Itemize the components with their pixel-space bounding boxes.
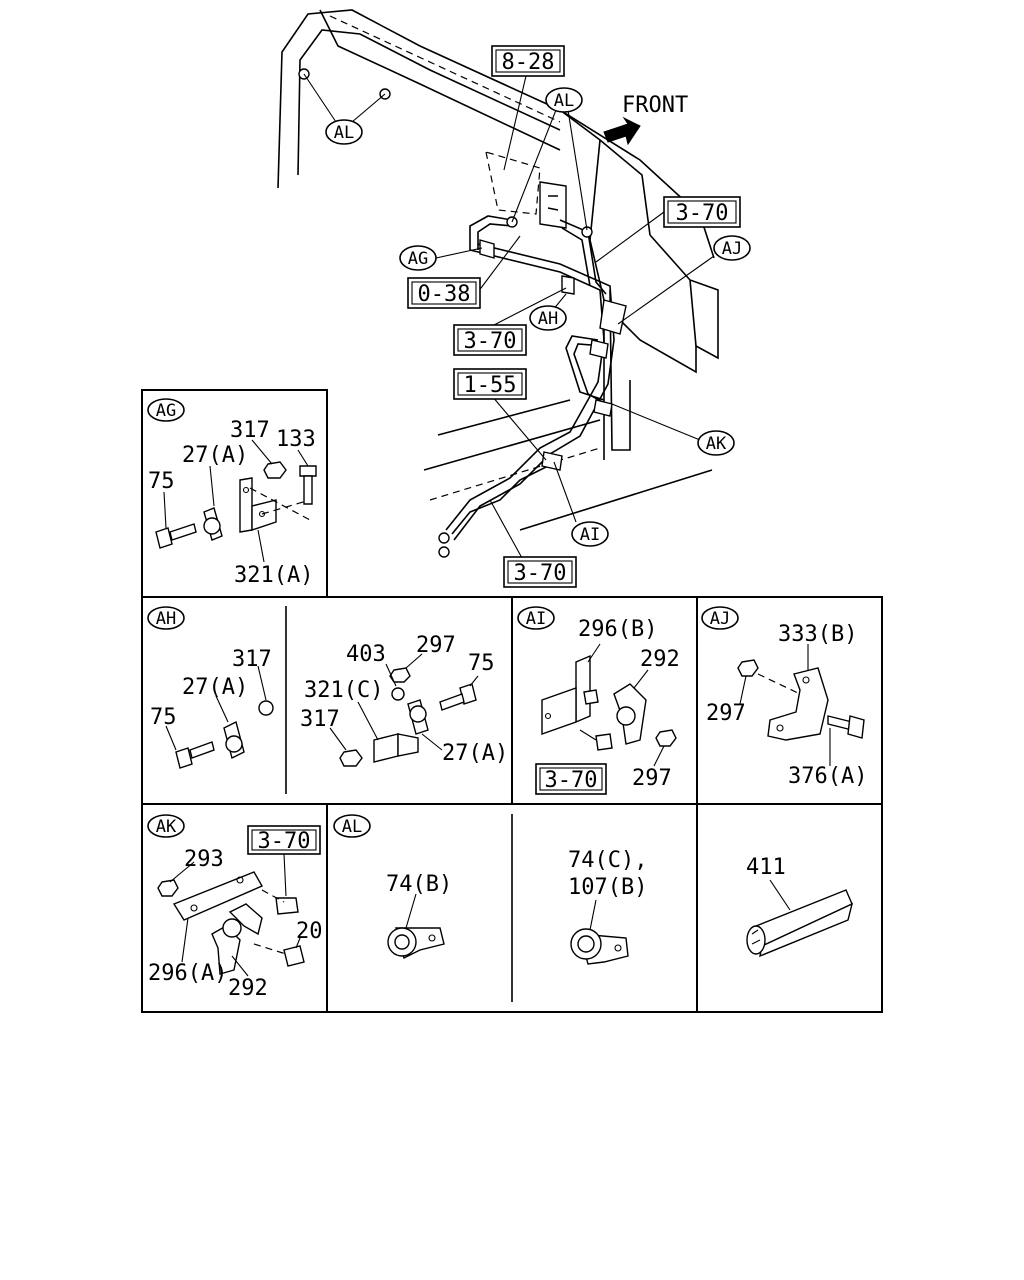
reference-3-70-middle[interactable]: 3-70 — [453, 324, 527, 356]
part-75-label: 75 — [150, 705, 177, 730]
callout-ah-label: AH — [538, 309, 558, 329]
callout-al-right-label: AL — [554, 91, 574, 111]
part-321a-label: 321(A) — [234, 563, 313, 588]
part-27a-label: 27(A) — [182, 675, 248, 700]
detail-panel-ai: AI 3-70 296(B) 292 297 — [517, 606, 680, 795]
part-75-label: 75 — [148, 469, 175, 494]
part-27a-label: 27(A) — [182, 443, 248, 468]
callout-aj[interactable]: AJ — [713, 235, 751, 261]
part-107b-label: 107(B) — [568, 875, 647, 900]
callout-ak[interactable]: AK — [697, 430, 735, 456]
reference-3-70-bottom-label: 3-70 — [514, 561, 567, 586]
part-333b-label: 333(B) — [778, 622, 857, 647]
detail-panel-ag: AG 317 133 27(A) 75 321(A) — [147, 398, 317, 588]
part-297-label: 297 — [632, 766, 672, 791]
part-317-label: 317 — [230, 418, 270, 443]
reference-1-55-label: 1-55 — [464, 373, 517, 398]
detail-panel-al: AL 74(B) 74(C), 107(B) — [333, 814, 647, 965]
part-403-label: 403 — [346, 642, 386, 667]
callout-ah[interactable]: AH — [529, 305, 567, 331]
reference-3-70-top-label: 3-70 — [676, 201, 729, 226]
part-292-label: 292 — [228, 976, 268, 1001]
part-75-label: 75 — [468, 651, 495, 676]
part-317-label: 317 — [232, 647, 272, 672]
part-317-label: 317 — [300, 707, 340, 732]
part-321c-label: 321(C) — [304, 678, 383, 703]
callout-al-left-label: AL — [334, 123, 354, 143]
detail-panel-ak: AK 3-70 293 20 296(A) 292 — [147, 814, 323, 1001]
part-74c-label: 74(C), — [568, 848, 647, 873]
panel-aj-tag: AJ — [710, 609, 730, 629]
reference-1-55[interactable]: 1-55 — [453, 368, 527, 400]
front-direction-label: FRONT — [622, 93, 688, 118]
reference-3-70-label: 3-70 — [258, 829, 311, 854]
part-411-label: 411 — [746, 855, 786, 880]
reference-3-70-top[interactable]: 3-70 — [663, 196, 741, 228]
part-74b-label: 74(B) — [386, 872, 452, 897]
callout-aj-label: AJ — [722, 239, 742, 259]
reference-8-28-label: 8-28 — [502, 50, 555, 75]
part-297-label: 297 — [416, 633, 456, 658]
part-292-label: 292 — [640, 647, 680, 672]
callout-ag[interactable]: AG — [399, 245, 437, 271]
callout-ai[interactable]: AI — [571, 521, 609, 547]
detail-panel-411: 411 — [746, 855, 854, 958]
callout-ai-label: AI — [580, 525, 600, 545]
detail-panel-aj: AJ 333(B) 297 376(A) — [701, 606, 867, 789]
callout-al-right[interactable]: AL — [545, 87, 583, 113]
reference-0-38[interactable]: 0-38 — [407, 277, 481, 309]
panel-al-tag: AL — [342, 817, 362, 837]
panel-ag-tag: AG — [156, 401, 176, 421]
callout-ag-label: AG — [408, 249, 428, 269]
reference-3-70-bottom[interactable]: 3-70 — [503, 556, 577, 588]
panel-ai-tag: AI — [526, 609, 546, 629]
panel-ah-tag: AH — [156, 609, 176, 629]
part-27a-label: 27(A) — [442, 741, 508, 766]
detail-panel-grid — [141, 389, 883, 1013]
part-376a-label: 376(A) — [788, 764, 867, 789]
callout-ak-label: AK — [706, 434, 727, 454]
reference-3-70-middle-label: 3-70 — [464, 329, 517, 354]
part-296a-label: 296(A) — [148, 961, 227, 986]
callout-al-left[interactable]: AL — [325, 119, 363, 145]
vehicle-frame-illustration — [277, 9, 719, 558]
leader-lines — [303, 73, 715, 559]
part-297-label: 297 — [706, 701, 746, 726]
part-296b-label: 296(B) — [578, 617, 657, 642]
part-20-label: 20 — [296, 919, 323, 944]
reference-8-28[interactable]: 8-28 — [491, 45, 565, 77]
reference-3-70-label: 3-70 — [545, 768, 598, 793]
panel-ak-tag: AK — [156, 817, 177, 837]
reference-0-38-label: 0-38 — [418, 282, 471, 307]
detail-panel-ah: AH 317 27(A) 75 403 297 75 321(C) 317 2 — [147, 606, 508, 769]
part-293-label: 293 — [184, 847, 224, 872]
part-133-label: 133 — [276, 427, 316, 452]
